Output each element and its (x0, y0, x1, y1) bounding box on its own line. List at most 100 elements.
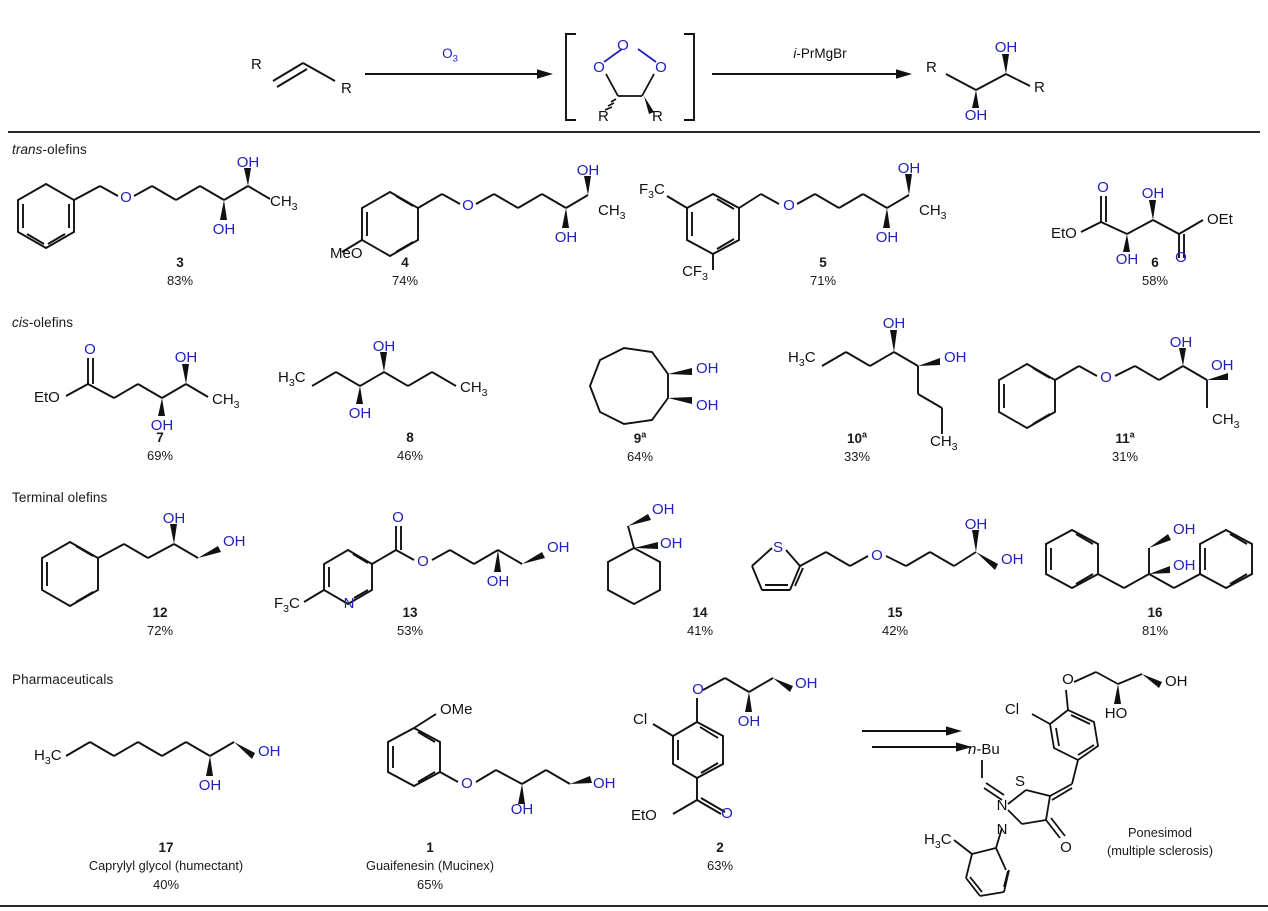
footer-divider (0, 905, 1268, 908)
atom-label-OH: OH (652, 501, 675, 518)
atom-label-OH: OH (1211, 357, 1234, 374)
atom-label-O: O (692, 681, 704, 698)
atom-label-n-Bu: n-Bu (968, 741, 1000, 758)
atom-label-OH: OH (349, 405, 372, 422)
atom-label-O: O (1060, 839, 1072, 856)
atom-label-OH: OH (593, 775, 616, 792)
atom-label-OH: OH (237, 154, 260, 171)
atom-label-Cl: Cl (633, 711, 647, 728)
structure-compound-6: O O EtO OEt OH OH (1051, 170, 1255, 268)
section-label-cis-olefins: cis-olefins (12, 315, 74, 330)
caption-compound-2: 2 63% (706, 840, 734, 874)
atom-label-OH: OH (1173, 557, 1196, 574)
atom-label-OH: OH (223, 533, 246, 550)
atom-label-CH3: CH3 (919, 202, 947, 222)
caption-compound-12: 12 72% (146, 605, 174, 639)
atom-label-OH: OH (163, 510, 186, 527)
atom-label-Cl: Cl (1005, 701, 1019, 718)
atom-label-OH: OH (577, 162, 600, 179)
caption-compound-7: 7 69% (146, 430, 174, 464)
atom-label-N: N (997, 797, 1008, 814)
structure-compound-10: H3C CH3 OH OH (788, 315, 1000, 453)
atom-label-R: R (598, 108, 609, 125)
reagent-ozone: O3 (442, 46, 458, 65)
atom-label-OH: OH (696, 360, 719, 377)
atom-label-OH: OH (1165, 673, 1188, 690)
atom-label-O: O (593, 59, 605, 76)
structure-compound-11: O OH OH CH3 (985, 334, 1240, 447)
atom-label-O: O (461, 775, 473, 792)
atom-label-O: O (1100, 369, 1112, 386)
atom-label-OH: OH (944, 349, 967, 366)
caption-ponesimod: Ponesimod (multiple sclerosis) (1107, 825, 1213, 859)
atom-label-H3C: H3C (278, 369, 306, 389)
caption-compound-10: 10a 33% (843, 429, 871, 464)
atom-label-OH: OH (1173, 521, 1196, 538)
atom-label-OH: OH (965, 516, 988, 533)
atom-label-OH: OH (487, 573, 510, 590)
atom-label-OH: OH (175, 349, 198, 366)
structure-compound-7: O EtO OH OH CH3 (22, 338, 242, 438)
caption-compound-4: 4 74% (391, 255, 419, 289)
section-label-pharmaceuticals: Pharmaceuticals (12, 672, 114, 687)
structure-compound-4: O MeO OH OH CH3 (330, 162, 626, 267)
atom-label-O: O (84, 341, 96, 358)
caption-compound-5: 5 71% (809, 255, 837, 289)
structure-compound-12: OH OH (28, 510, 258, 617)
atom-label-O: O (783, 197, 795, 214)
atom-label-O: O (655, 59, 667, 76)
atom-label-HO: HO (1105, 705, 1128, 722)
atom-label-OH: OH (373, 338, 396, 355)
atom-label-OMe: OMe (440, 701, 473, 718)
atom-label-CH3: CH3 (460, 379, 488, 399)
caption-compound-14: 14 41% (686, 605, 714, 639)
structure-compound-2: Cl O O EtO OH OH (625, 675, 885, 826)
caption-compound-6: 6 58% (1141, 255, 1169, 289)
scheme-arrow-1 (365, 66, 553, 82)
caption-compound-17: 17 Caprylyl glycol (humectant) 40% (88, 840, 244, 892)
scheme-product-diol: OH OH R R (920, 28, 1050, 124)
atom-label-O: O (871, 547, 883, 564)
caption-compound-13: 13 53% (396, 605, 424, 639)
atom-label-F3C: F3C (274, 595, 300, 615)
atom-label-O: O (721, 805, 733, 822)
caption-compound-15: 15 42% (881, 605, 909, 639)
atom-label-OH: OH (738, 713, 761, 730)
atom-label-OH: OH (1170, 334, 1193, 351)
caption-compound-9: 9a 64% (626, 429, 654, 464)
structure-compound-17: H3C OH OH (34, 720, 288, 810)
atom-label-OH: OH (1116, 251, 1139, 268)
atom-label-EtO: EtO (1051, 225, 1077, 242)
atom-label-CH3: CH3 (930, 433, 958, 453)
atom-label-S: S (1015, 773, 1025, 790)
atom-label-OH: OH (965, 107, 988, 124)
atom-label-O: O (1175, 249, 1187, 266)
atom-label-OH: OH (511, 801, 534, 818)
caption-compound-8: 8 46% (396, 430, 424, 464)
atom-label-H3C: H3C (924, 831, 952, 851)
atom-label-H3C: H3C (788, 349, 816, 369)
structure-compound-13: N O O F3C OH OH (274, 508, 570, 615)
atom-label-R: R (1034, 79, 1045, 96)
caption-compound-16: 16 81% (1141, 605, 1169, 639)
atom-label-F3C: F3C (639, 181, 665, 201)
structure-compound-8: H3C CH3 OH OH (278, 338, 512, 432)
atom-label-OH: OH (660, 535, 683, 552)
atom-label-OH: OH (995, 39, 1018, 56)
atom-label-CH3: CH3 (212, 391, 240, 411)
atom-label-OH: OH (555, 229, 578, 246)
structure-compound-1: OMe O OH OH (380, 700, 630, 818)
reagent-isopropylmagnesium-bromide: i-PrMgBr (793, 46, 847, 61)
atom-label-EtO: EtO (631, 807, 657, 824)
structure-compound-9: OH OH (586, 342, 746, 437)
structure-compound-16: OH OH (1040, 512, 1268, 617)
caption-compound-11: 11a 31% (1111, 429, 1139, 464)
atom-label-CH3: CH3 (270, 193, 298, 213)
atom-label-R: R (926, 59, 937, 76)
structure-compound-5: O F3C CF3 OH OH CH3 (639, 158, 947, 283)
atom-label-O: O (392, 509, 404, 526)
atom-label-OH: OH (883, 315, 906, 332)
atom-label-N: N (344, 595, 355, 612)
structure-compound-15: S O OH OH (740, 510, 1024, 620)
